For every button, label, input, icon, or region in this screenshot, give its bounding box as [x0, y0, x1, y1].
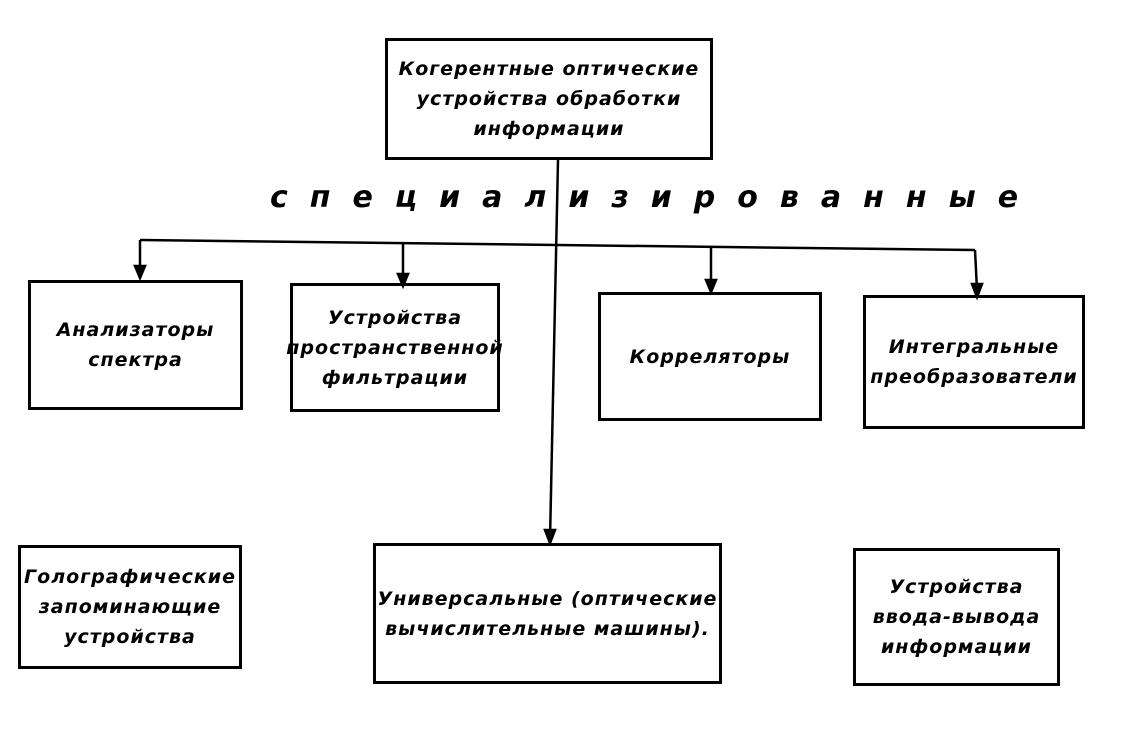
- box-label: Универсальные (оптические вычислительные…: [377, 587, 718, 640]
- box-holographic-memory: Голографические запоминающие устройства: [18, 545, 242, 669]
- root-label: Когерентные оптические устройства обрабо…: [398, 58, 700, 140]
- box-spatial-filtering: Устройства пространственной фильтрации: [286, 283, 503, 412]
- box-spectrum-analyzers: Анализаторы спектра: [28, 280, 243, 410]
- box-label: Голографические запоминающие устройства: [24, 566, 236, 648]
- box-label: Корреляторы: [629, 345, 791, 368]
- box-correlators: Корреляторы: [598, 292, 822, 421]
- box-universal: Универсальные (оптические вычислительные…: [373, 543, 722, 684]
- branch-label: специализированные: [270, 180, 1041, 215]
- box-io-devices: Устройства ввода-вывода информации: [853, 548, 1060, 686]
- box-integral-transformers: Интегральные преобразователи: [863, 295, 1085, 429]
- box-label: Устройства пространственной фильтрации: [286, 306, 504, 389]
- root-box: Когерентные оптические устройства обрабо…: [385, 38, 713, 160]
- box-label: Интегральные преобразователи: [870, 336, 1078, 388]
- box-label: Устройства ввода-вывода информации: [872, 576, 1041, 658]
- box-label: Анализаторы спектра: [56, 319, 215, 371]
